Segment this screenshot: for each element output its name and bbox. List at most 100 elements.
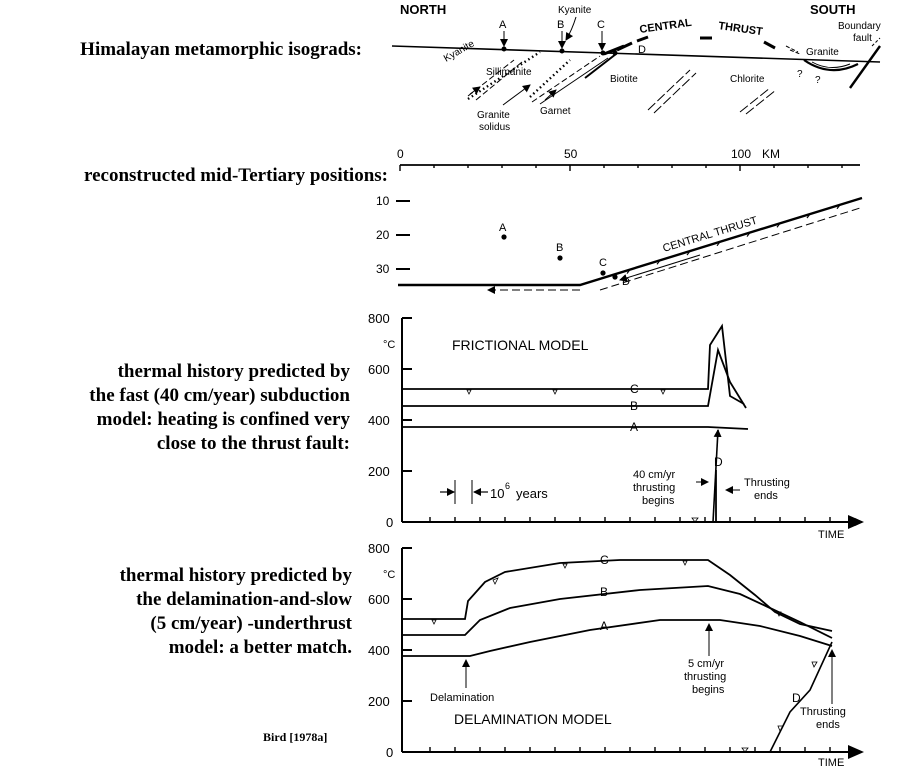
question-mark: ?	[815, 75, 821, 86]
x-axis-label: TIME	[818, 757, 844, 768]
delamination-model-plot: 800 600 400 200 0 °C DELAMINATION MODEL …	[368, 541, 864, 768]
thrust-word: CENTRAL	[639, 17, 693, 36]
central-thrust-fault	[398, 196, 863, 287]
time-scale-bar	[440, 480, 488, 504]
thrust-slip-arrows	[599, 207, 861, 291]
ground-surface	[391, 45, 881, 63]
boundary-fault-label: Boundary	[838, 21, 881, 32]
surface-points: A B C D	[499, 19, 646, 56]
axis-tick	[656, 259, 661, 265]
x-axis-label: TIME	[818, 529, 844, 541]
caption-line: model: a better match.	[168, 637, 352, 658]
south-label: SOUTH	[810, 2, 856, 17]
boundary-fault	[871, 37, 881, 47]
depth-point-a	[501, 234, 507, 240]
y-tick-label: 600	[368, 592, 390, 607]
curve-label: C	[630, 382, 639, 396]
depth-section: 0 50 100 KM 10 20 30 CENTRAL THRUST A B …	[376, 147, 863, 294]
caption-slow-model: thermal history predicted by the delamin…	[120, 564, 352, 660]
curve-c	[402, 559, 833, 632]
y-tick-label: 800	[368, 311, 390, 326]
curve-b	[402, 346, 747, 409]
kyanite-pointer	[565, 16, 577, 41]
distance-tick-label: 50	[564, 147, 578, 161]
curve-label: A	[630, 420, 638, 434]
granite-solidus-label: Granite	[477, 110, 510, 121]
point-a	[501, 46, 507, 52]
axis-tick	[836, 204, 841, 210]
caption-line: close to the thrust fault:	[156, 433, 350, 454]
y-tick-label: 400	[368, 413, 390, 428]
caption-positions: reconstructed mid-Tertiary positions:	[84, 165, 388, 186]
curve-b	[402, 585, 833, 639]
distance-tick-label: 0	[397, 147, 404, 161]
chlorite-label: Chlorite	[730, 74, 765, 85]
thrust-slip-arrows	[619, 254, 701, 282]
depth-tick-label: 20	[376, 228, 390, 242]
granite-solidus-label: solidus	[479, 122, 510, 133]
point-label-b: B	[557, 19, 564, 31]
axis-tick	[776, 222, 781, 228]
delamination-annotation: Delamination	[430, 692, 494, 704]
biotite-label: Biotite	[610, 74, 638, 85]
boundary-fault	[849, 45, 881, 89]
thrust-teeth	[626, 204, 841, 274]
granite-label: Granite	[806, 47, 839, 58]
point-b	[559, 48, 565, 54]
credit-citation: Bird [1978a]	[263, 730, 328, 744]
axis-tick	[626, 269, 631, 274]
plot-title: FRICTIONAL MODEL	[452, 337, 589, 353]
depth-point-c	[600, 270, 606, 276]
caption-line: the fast (40 cm/year) subduction	[89, 385, 350, 406]
y-ticks	[402, 547, 412, 702]
y-tick-label: 400	[368, 643, 390, 658]
scale-exponent: 6	[505, 481, 510, 491]
curve-label: C	[600, 553, 609, 567]
scale-label: 10	[490, 486, 504, 501]
caption-line: thermal history predicted by	[119, 565, 352, 586]
ends-annotation: Thrusting	[744, 477, 790, 489]
scale-unit: years	[516, 486, 548, 501]
garnet-label: Garnet	[540, 106, 571, 117]
axis-tick	[716, 241, 721, 247]
caption-isograds: Himalayan metamorphic isograds:	[80, 39, 362, 60]
sillimanite-label: Sillimanite	[486, 67, 532, 78]
caption-line: (5 cm/year) -underthrust	[150, 613, 352, 634]
caption-fast-model: thermal history predicted by the fast (4…	[89, 360, 350, 456]
caption-line: thermal history predicted by	[117, 361, 350, 382]
depth-tick-label: 10	[376, 194, 390, 208]
depth-point-label: D	[622, 276, 630, 288]
granite-body	[811, 61, 851, 68]
y-unit: °C	[383, 339, 395, 351]
begins-annotation: thrusting	[684, 671, 726, 683]
x-ticks	[429, 747, 831, 752]
distance-ticks	[399, 165, 843, 171]
ends-annotation: Thrusting	[800, 706, 846, 718]
x-ticks	[429, 517, 831, 522]
depth-point-d	[612, 274, 618, 280]
point-d	[612, 50, 618, 56]
point-label-c: C	[597, 19, 605, 31]
granite-body	[803, 59, 859, 72]
curve-label: A	[600, 619, 608, 633]
axis-tick	[686, 250, 691, 256]
kyanite-left-label: Kyanite	[442, 38, 477, 64]
ends-annotation: ends	[816, 719, 840, 731]
y-tick-label: 0	[386, 515, 393, 530]
y-ticks	[402, 317, 412, 472]
caption-line: model: heating is confined very	[96, 409, 350, 430]
curve-c	[402, 323, 745, 405]
plot-title: DELAMINATION MODEL	[454, 711, 612, 727]
y-tick-label: 0	[386, 745, 393, 760]
boundary-fault-label: fault	[853, 33, 872, 44]
question-mark: ?	[797, 69, 803, 80]
curve-label: B	[600, 585, 608, 599]
caption-line: the delamination-and-slow	[136, 589, 352, 610]
thrust-word: THRUST	[718, 20, 764, 38]
distance-unit: KM	[762, 147, 780, 161]
y-tick-label: 600	[368, 362, 390, 377]
isograd-traces	[467, 44, 801, 115]
depth-point-b	[557, 255, 563, 261]
depth-tick-label: 30	[376, 262, 390, 276]
